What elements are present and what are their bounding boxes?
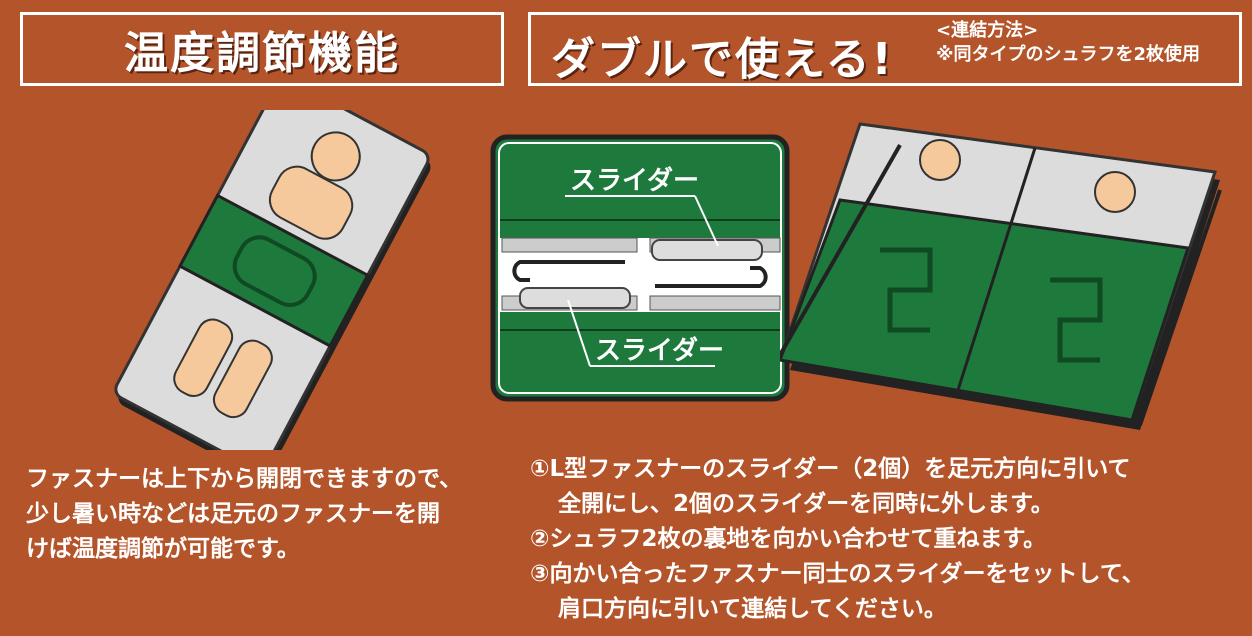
single-bag-illustration <box>114 110 431 450</box>
temperature-title: 温度調節機能 <box>124 28 400 79</box>
step-1: ①L型ファスナーのスライダー（2個）を足元方向に引いて <box>530 456 1131 482</box>
arrow-icon <box>780 144 1222 426</box>
connection-method-heading: <連結方法> <box>936 20 1039 41</box>
connection-steps: ①L型ファスナーのスライダー（2個）を足元方向に引いて 全開にし、2個のスライダ… <box>530 452 1250 627</box>
description-line: ファスナーは上下から開閉できますので、 <box>26 466 463 492</box>
arrow-icon <box>655 266 768 288</box>
double-title: ダブルで使える! <box>551 34 894 85</box>
arrow-icon <box>512 260 625 282</box>
slider-icon <box>519 239 763 309</box>
double-bag-illustration <box>780 122 1222 430</box>
description-line: けば温度調節が可能です。 <box>26 536 300 562</box>
temperature-title-box: 温度調節機能 <box>20 12 504 86</box>
slider-label-bottom: スライダー <box>595 335 724 366</box>
slider-label-top: スライダー <box>570 165 699 196</box>
connection-note: ※同タイプのシュラフを2枚使用 <box>936 44 1201 65</box>
step-3: ③向かい合ったファスナー同士のスライダーをセットして、 <box>530 561 1145 587</box>
double-title-box: ダブルで使える! <連結方法> ※同タイプのシュラフを2枚使用 <box>528 12 1242 86</box>
step-3-cont: 肩口方向に引いて連結してください。 <box>558 596 947 622</box>
zipper-inset: スライダー スライダー <box>490 134 790 402</box>
description-line: 少し暑い時などは足元のファスナーを開 <box>26 501 440 527</box>
step-1-cont: 全開にし、2個のスライダーを同時に外します。 <box>558 491 1054 517</box>
temperature-description: ファスナーは上下から開閉できますので、 少し暑い時などは足元のファスナーを開 け… <box>26 462 506 567</box>
step-2: ②シュラフ2枚の裏地を向かい合わせて重ねます。 <box>530 526 1047 552</box>
